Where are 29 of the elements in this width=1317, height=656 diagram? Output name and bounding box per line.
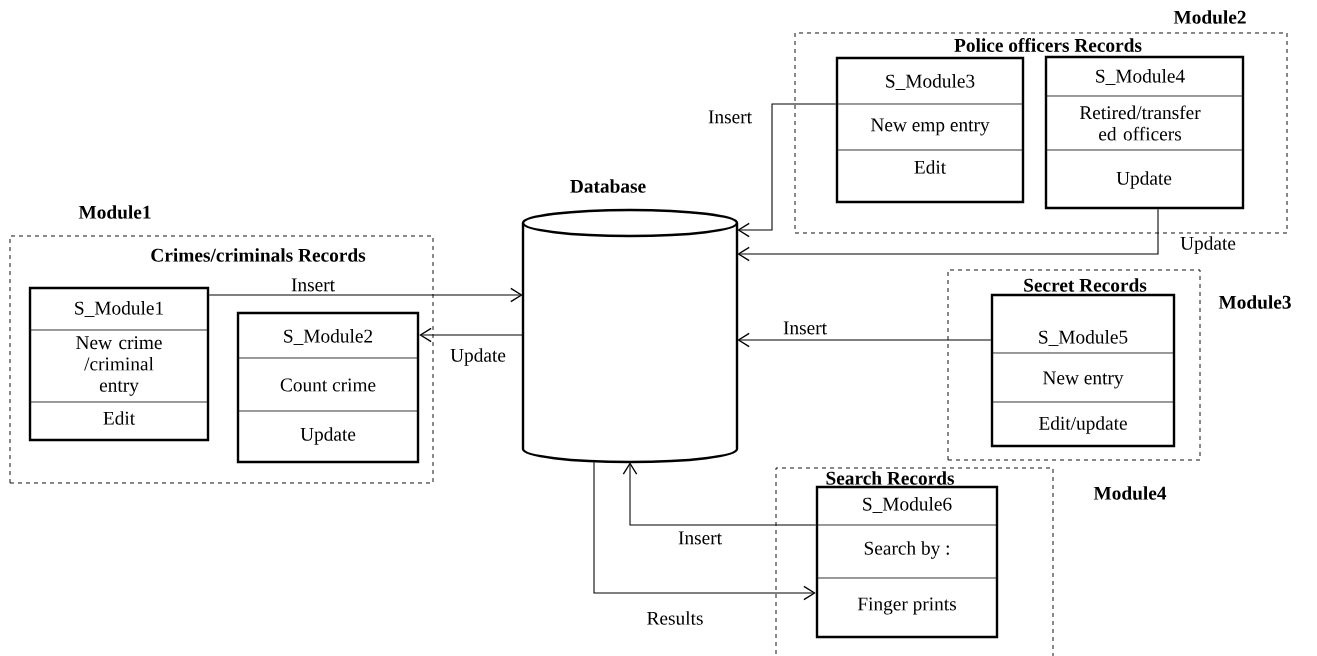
record-box: S_Module5 New entry Edit/update	[990, 293, 1176, 448]
section-heading: Search Records	[826, 471, 955, 485]
edge-label: Insert	[706, 109, 754, 125]
arrow	[419, 327, 524, 343]
record-box: S_Module2 Count crime Update	[236, 311, 420, 464]
arrow	[737, 208, 1159, 262]
record-box: S_Module4 Retired/transfer ed officers Update	[1044, 55, 1245, 210]
record-box: S_Module6 Search by : Finger prints	[815, 485, 999, 639]
record-box: S_Module1 New crime /criminal entry Edit	[28, 286, 210, 442]
module-label: Module4	[1093, 486, 1167, 500]
edge-label: Update	[1178, 234, 1238, 256]
arrow	[208, 287, 523, 303]
edge-label: Insert	[676, 530, 724, 546]
edge-label: Insert	[781, 320, 829, 336]
arrow	[737, 103, 837, 238]
arrow	[622, 462, 817, 526]
arrow	[737, 332, 992, 348]
section-heading: Database	[570, 179, 646, 193]
module-label: Module1	[78, 205, 151, 219]
arrow	[593, 461, 816, 601]
edge-label: Insert	[289, 277, 337, 293]
edge-label: Update	[448, 346, 508, 368]
edge-label: Results	[645, 609, 705, 627]
record-box: S_Module3 New emp entry Edit	[835, 56, 1025, 204]
section-heading: Police officers Records	[954, 38, 1142, 52]
module-label: Module2	[1173, 10, 1246, 24]
module-label: Module3	[1218, 295, 1291, 309]
section-heading: Crimes/criminals Records	[151, 248, 366, 262]
section-heading: Secret Records	[1024, 278, 1147, 292]
